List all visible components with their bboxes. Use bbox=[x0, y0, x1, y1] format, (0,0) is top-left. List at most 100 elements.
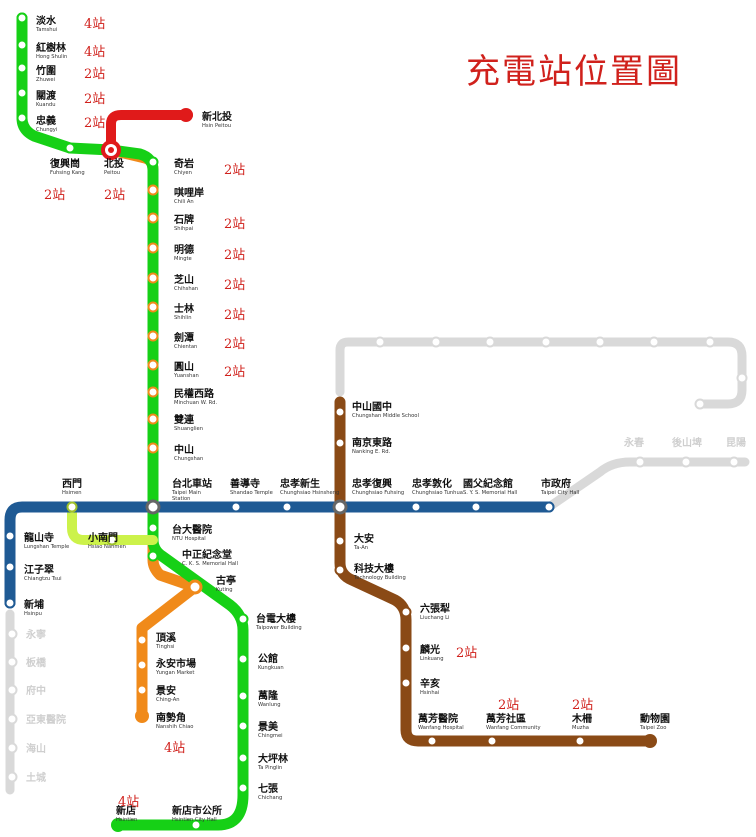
station-name-en: Yungan Market bbox=[155, 670, 194, 676]
station-dot[interactable] bbox=[6, 628, 18, 640]
station-dot[interactable] bbox=[135, 709, 149, 723]
station-dot[interactable] bbox=[334, 406, 346, 418]
station-name: 萬芳社區 bbox=[486, 712, 526, 725]
station-dot[interactable] bbox=[237, 752, 249, 764]
charging-station-count: 2站 bbox=[84, 116, 105, 131]
station-dot[interactable] bbox=[16, 12, 28, 24]
station-dot[interactable] bbox=[147, 301, 159, 313]
station-name-en: Linkuang bbox=[420, 656, 444, 662]
station-dot[interactable] bbox=[334, 535, 346, 547]
station-dot[interactable] bbox=[281, 501, 293, 513]
charging-station-count: 2站 bbox=[224, 337, 245, 352]
station-dot[interactable] bbox=[16, 39, 28, 51]
station-dot[interactable] bbox=[6, 656, 18, 668]
station-dot[interactable] bbox=[237, 690, 249, 702]
station-name-en: Muzha bbox=[572, 725, 589, 731]
station-dot[interactable] bbox=[6, 713, 18, 725]
station-name-en: Shihlin bbox=[174, 315, 191, 321]
station-dot[interactable] bbox=[190, 819, 202, 831]
station-dot[interactable] bbox=[145, 499, 161, 515]
station-dot[interactable] bbox=[111, 818, 125, 832]
station-dot[interactable] bbox=[147, 442, 159, 454]
station-name: 大安 bbox=[354, 532, 374, 545]
station-dot[interactable] bbox=[400, 677, 412, 689]
station-dot[interactable] bbox=[136, 634, 148, 646]
station-name: 台電大樓 bbox=[256, 612, 296, 625]
station-dot[interactable] bbox=[334, 564, 346, 576]
station-dot[interactable] bbox=[187, 579, 203, 595]
station-dot[interactable] bbox=[470, 501, 482, 513]
station-dot[interactable] bbox=[4, 530, 16, 542]
station-dot[interactable] bbox=[147, 156, 159, 168]
station-dot[interactable] bbox=[230, 501, 242, 513]
charging-station-count: 2站 bbox=[498, 698, 519, 713]
station-dot[interactable] bbox=[237, 653, 249, 665]
station-dot[interactable] bbox=[4, 561, 16, 573]
station-name: 江子翠 bbox=[24, 563, 54, 576]
charging-station-count: 2站 bbox=[224, 278, 245, 293]
station-name-en: Kuting bbox=[216, 587, 233, 593]
station-dot[interactable] bbox=[16, 62, 28, 74]
station-name-en: C. K. S. Memorial Hall bbox=[182, 561, 238, 567]
station-dot[interactable] bbox=[680, 456, 692, 468]
station-dot[interactable] bbox=[237, 613, 249, 625]
station-dot[interactable] bbox=[643, 734, 657, 748]
station-dot[interactable] bbox=[400, 642, 412, 654]
station-dot[interactable] bbox=[147, 386, 159, 398]
station-dot[interactable] bbox=[728, 456, 740, 468]
station-name-en: Chingmei bbox=[258, 733, 283, 739]
station-name-en: Technology Building bbox=[353, 575, 406, 581]
station-dot[interactable] bbox=[237, 782, 249, 794]
station-dot[interactable] bbox=[400, 606, 412, 618]
charging-station-count: 2站 bbox=[84, 67, 105, 82]
station-name-en: Chungshan Middle School bbox=[352, 413, 419, 419]
station-dot[interactable] bbox=[6, 742, 18, 754]
station-dot[interactable] bbox=[147, 413, 159, 425]
station-dot[interactable] bbox=[4, 597, 16, 609]
station-name: 七張 bbox=[258, 782, 279, 795]
station-dot[interactable] bbox=[237, 720, 249, 732]
station-dot[interactable] bbox=[6, 684, 18, 696]
station-dot[interactable] bbox=[147, 272, 159, 284]
station-dot[interactable] bbox=[64, 142, 76, 154]
station-name-en: Chungshan bbox=[174, 456, 203, 462]
station-dot[interactable] bbox=[634, 456, 646, 468]
station-name-en: Ta Pinglin bbox=[257, 765, 282, 771]
station-name-en: Chunghsiao Fuhsing bbox=[352, 490, 404, 496]
station-name: 中山 bbox=[174, 443, 194, 456]
future-station-dot bbox=[694, 398, 706, 410]
station-name-en: Ching-An bbox=[156, 697, 180, 703]
station-dot[interactable] bbox=[426, 735, 438, 747]
station-dot[interactable] bbox=[574, 735, 586, 747]
charging-station-count: 2站 bbox=[224, 365, 245, 380]
station-dot[interactable] bbox=[16, 112, 28, 124]
station-dot[interactable] bbox=[147, 550, 159, 562]
station-dot[interactable] bbox=[332, 499, 348, 515]
station-name-en: Ta-An bbox=[353, 545, 368, 551]
station-dot[interactable] bbox=[147, 359, 159, 371]
station-dot[interactable] bbox=[106, 534, 118, 546]
station-dot[interactable] bbox=[147, 522, 159, 534]
station-dot[interactable] bbox=[147, 184, 159, 196]
charging-station-count: 2站 bbox=[104, 188, 125, 203]
station-dot[interactable] bbox=[334, 437, 346, 449]
station-name-en: Mingte bbox=[174, 256, 192, 262]
station-dot[interactable] bbox=[66, 501, 78, 513]
station-name-en: Shihpai bbox=[174, 226, 193, 232]
station-dot[interactable] bbox=[147, 330, 159, 342]
station-dot[interactable] bbox=[6, 771, 18, 783]
station-name: 辛亥 bbox=[420, 677, 440, 690]
station-dot[interactable] bbox=[136, 684, 148, 696]
station-dot[interactable] bbox=[486, 735, 498, 747]
station-dot[interactable] bbox=[147, 242, 159, 254]
station-dot[interactable] bbox=[16, 87, 28, 99]
station-name: 忠孝復興 bbox=[352, 477, 392, 490]
station-dot[interactable] bbox=[136, 659, 148, 671]
station-dot[interactable] bbox=[179, 108, 193, 122]
station-dot[interactable] bbox=[147, 212, 159, 224]
station-dot[interactable] bbox=[410, 501, 422, 513]
map-title: 充電站位置圖 bbox=[466, 52, 682, 92]
station-name: 科技大樓 bbox=[354, 562, 394, 575]
station-name: 紅樹林 bbox=[36, 41, 67, 54]
station-dot[interactable] bbox=[543, 501, 555, 513]
